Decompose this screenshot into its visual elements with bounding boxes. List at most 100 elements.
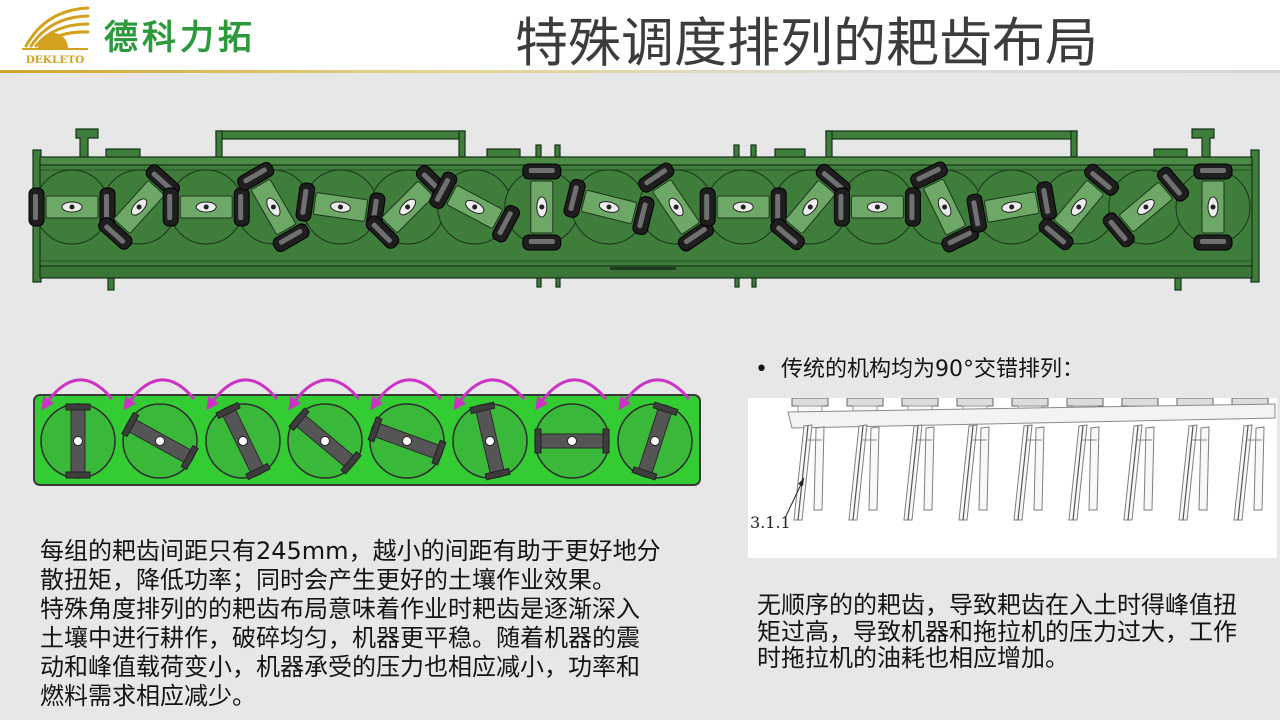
hub-bolt-center [942, 204, 948, 210]
left-top-support-bar [215, 130, 466, 140]
traditional-tine-drawing: 3.1.1 [748, 398, 1277, 558]
counterclockwise-arrow-icon [41, 378, 114, 411]
description-line: 燃料需求相应减少。 [40, 682, 256, 710]
description-line: 时拖拉机的油耗也相应增加。 [757, 644, 1069, 672]
tine-blade-highlight [683, 227, 707, 245]
tine-blade-highlight [1044, 225, 1067, 245]
slide-header [0, 0, 1280, 70]
tine-edge [1237, 425, 1249, 521]
counterclockwise-arrow-icon [618, 378, 691, 411]
tine-end-cap [65, 471, 91, 479]
tine-center-hub [155, 436, 165, 446]
tine [923, 426, 935, 511]
gear-hub [791, 398, 829, 407]
rotor-assemblies [28, 161, 1233, 253]
tine-end-cap [484, 467, 511, 481]
tine-blade-highlight [300, 188, 309, 215]
hub-bolt-center [807, 204, 813, 210]
gear-hub [1011, 398, 1049, 407]
logo-baseline [22, 48, 88, 50]
layout-tine-bar [121, 411, 199, 471]
tine-edge [907, 425, 919, 521]
tine-blade-highlight [838, 194, 844, 220]
rotor-tine-assembly [1038, 163, 1120, 251]
gear-hub [1121, 398, 1159, 407]
tine-blade-highlight [775, 194, 781, 220]
tine-blade-highlight [704, 194, 710, 220]
hub-bolt-center [1009, 204, 1015, 210]
rotor-tine-assembly [522, 163, 562, 251]
tine-blade-highlight [528, 168, 555, 173]
tine-blade-highlight [371, 222, 392, 243]
tine-end-cap [245, 462, 271, 481]
tine-center-hub [650, 436, 660, 446]
special-layout-description: 每组的耙齿间距只有245mm，越小的间距有助于更好地分 散扭矩，降低功率；同时会… [40, 537, 661, 711]
support-foot [555, 277, 561, 288]
tine-center-hub [402, 436, 412, 446]
rotor-tine-assembly [429, 171, 520, 243]
tine-blade-highlight [971, 200, 981, 227]
tine [1143, 426, 1155, 511]
hub-bolt-center [1210, 204, 1216, 210]
tine-blade-highlight [1041, 188, 1051, 214]
tine-blade-highlight [637, 202, 648, 229]
tine-blade-highlight [1200, 239, 1226, 244]
tine-blade-highlight [644, 168, 668, 186]
support-foot [1174, 277, 1182, 291]
description-line: 矩过高，导致机器和拖拉机的压力过大，工作 [757, 617, 1237, 646]
tine-end-cap [65, 403, 91, 411]
rotor-tine-assembly [699, 187, 787, 227]
rotation-arrows [41, 378, 691, 411]
hub-bolt-center [1076, 204, 1082, 210]
tine-end-cap [534, 428, 542, 454]
tine-end-cap [469, 401, 496, 415]
layout-tine-bar [631, 401, 679, 481]
tine-blade-highlight [776, 225, 798, 245]
tine-blade-highlight [916, 166, 941, 182]
tine-edge [797, 425, 809, 521]
rotor-tine-assembly [162, 187, 250, 227]
tine-center-hub [485, 436, 495, 446]
hub-bolt-center [69, 204, 75, 210]
tine-blade-highlight [947, 230, 972, 246]
tine-center-hub [238, 436, 248, 446]
tine [1088, 426, 1100, 511]
center-marker-bar [610, 267, 676, 270]
layout-tine-bar [215, 401, 271, 481]
hub-bolt-center [1143, 204, 1149, 210]
hub-bolt-center [539, 204, 545, 210]
description-line: 每组的耙齿间距只有245mm，越小的间距有助于更好地分 [40, 537, 661, 565]
layout-tine-bar [367, 416, 447, 466]
description-line: 特殊角度排列的的耙齿布局意味着作业时耙齿是逐渐深入 [40, 595, 640, 623]
hub-bolt-center [136, 204, 142, 210]
wheat-sun-logo-icon: DEKLETO [22, 6, 90, 66]
tine-edge [1017, 425, 1029, 521]
gearbox-frame [787, 403, 1276, 429]
description-line: 土壤中进行耕作，破碎均匀，机器更平稳。随着机器的震 [40, 624, 640, 652]
hub-bolt-center [338, 204, 343, 210]
tine-blade-highlight [821, 171, 844, 191]
hub-bolt-center [673, 204, 679, 210]
logo-wordmark: DEKLETO [26, 54, 85, 66]
hub-bolt-center [874, 204, 880, 210]
hub-bolt-center [405, 204, 411, 210]
support-foot [536, 277, 542, 288]
tine-edge [1127, 425, 1139, 521]
counterclockwise-arrow-icon [288, 378, 361, 411]
tine-blade-highlight [1108, 219, 1128, 242]
counterclockwise-arrow-icon [206, 378, 279, 411]
tine-row [793, 424, 1265, 521]
support-foot [751, 277, 757, 288]
description-line: 散扭矩，降低功率；同时会产生更好的土壤作业效果。 [40, 566, 616, 594]
tine-blade-highlight [1162, 174, 1182, 196]
support-foot [107, 277, 115, 291]
tine [1033, 426, 1045, 511]
tine-blade-highlight [238, 194, 244, 220]
tine-blade-highlight [243, 167, 267, 184]
wheat-stalk [29, 14, 90, 48]
gear-hub [901, 398, 939, 407]
tine [813, 426, 825, 511]
bottom-rail [39, 265, 1253, 279]
hub-bolt-center [740, 204, 746, 210]
label-leader-arrow [798, 478, 804, 486]
